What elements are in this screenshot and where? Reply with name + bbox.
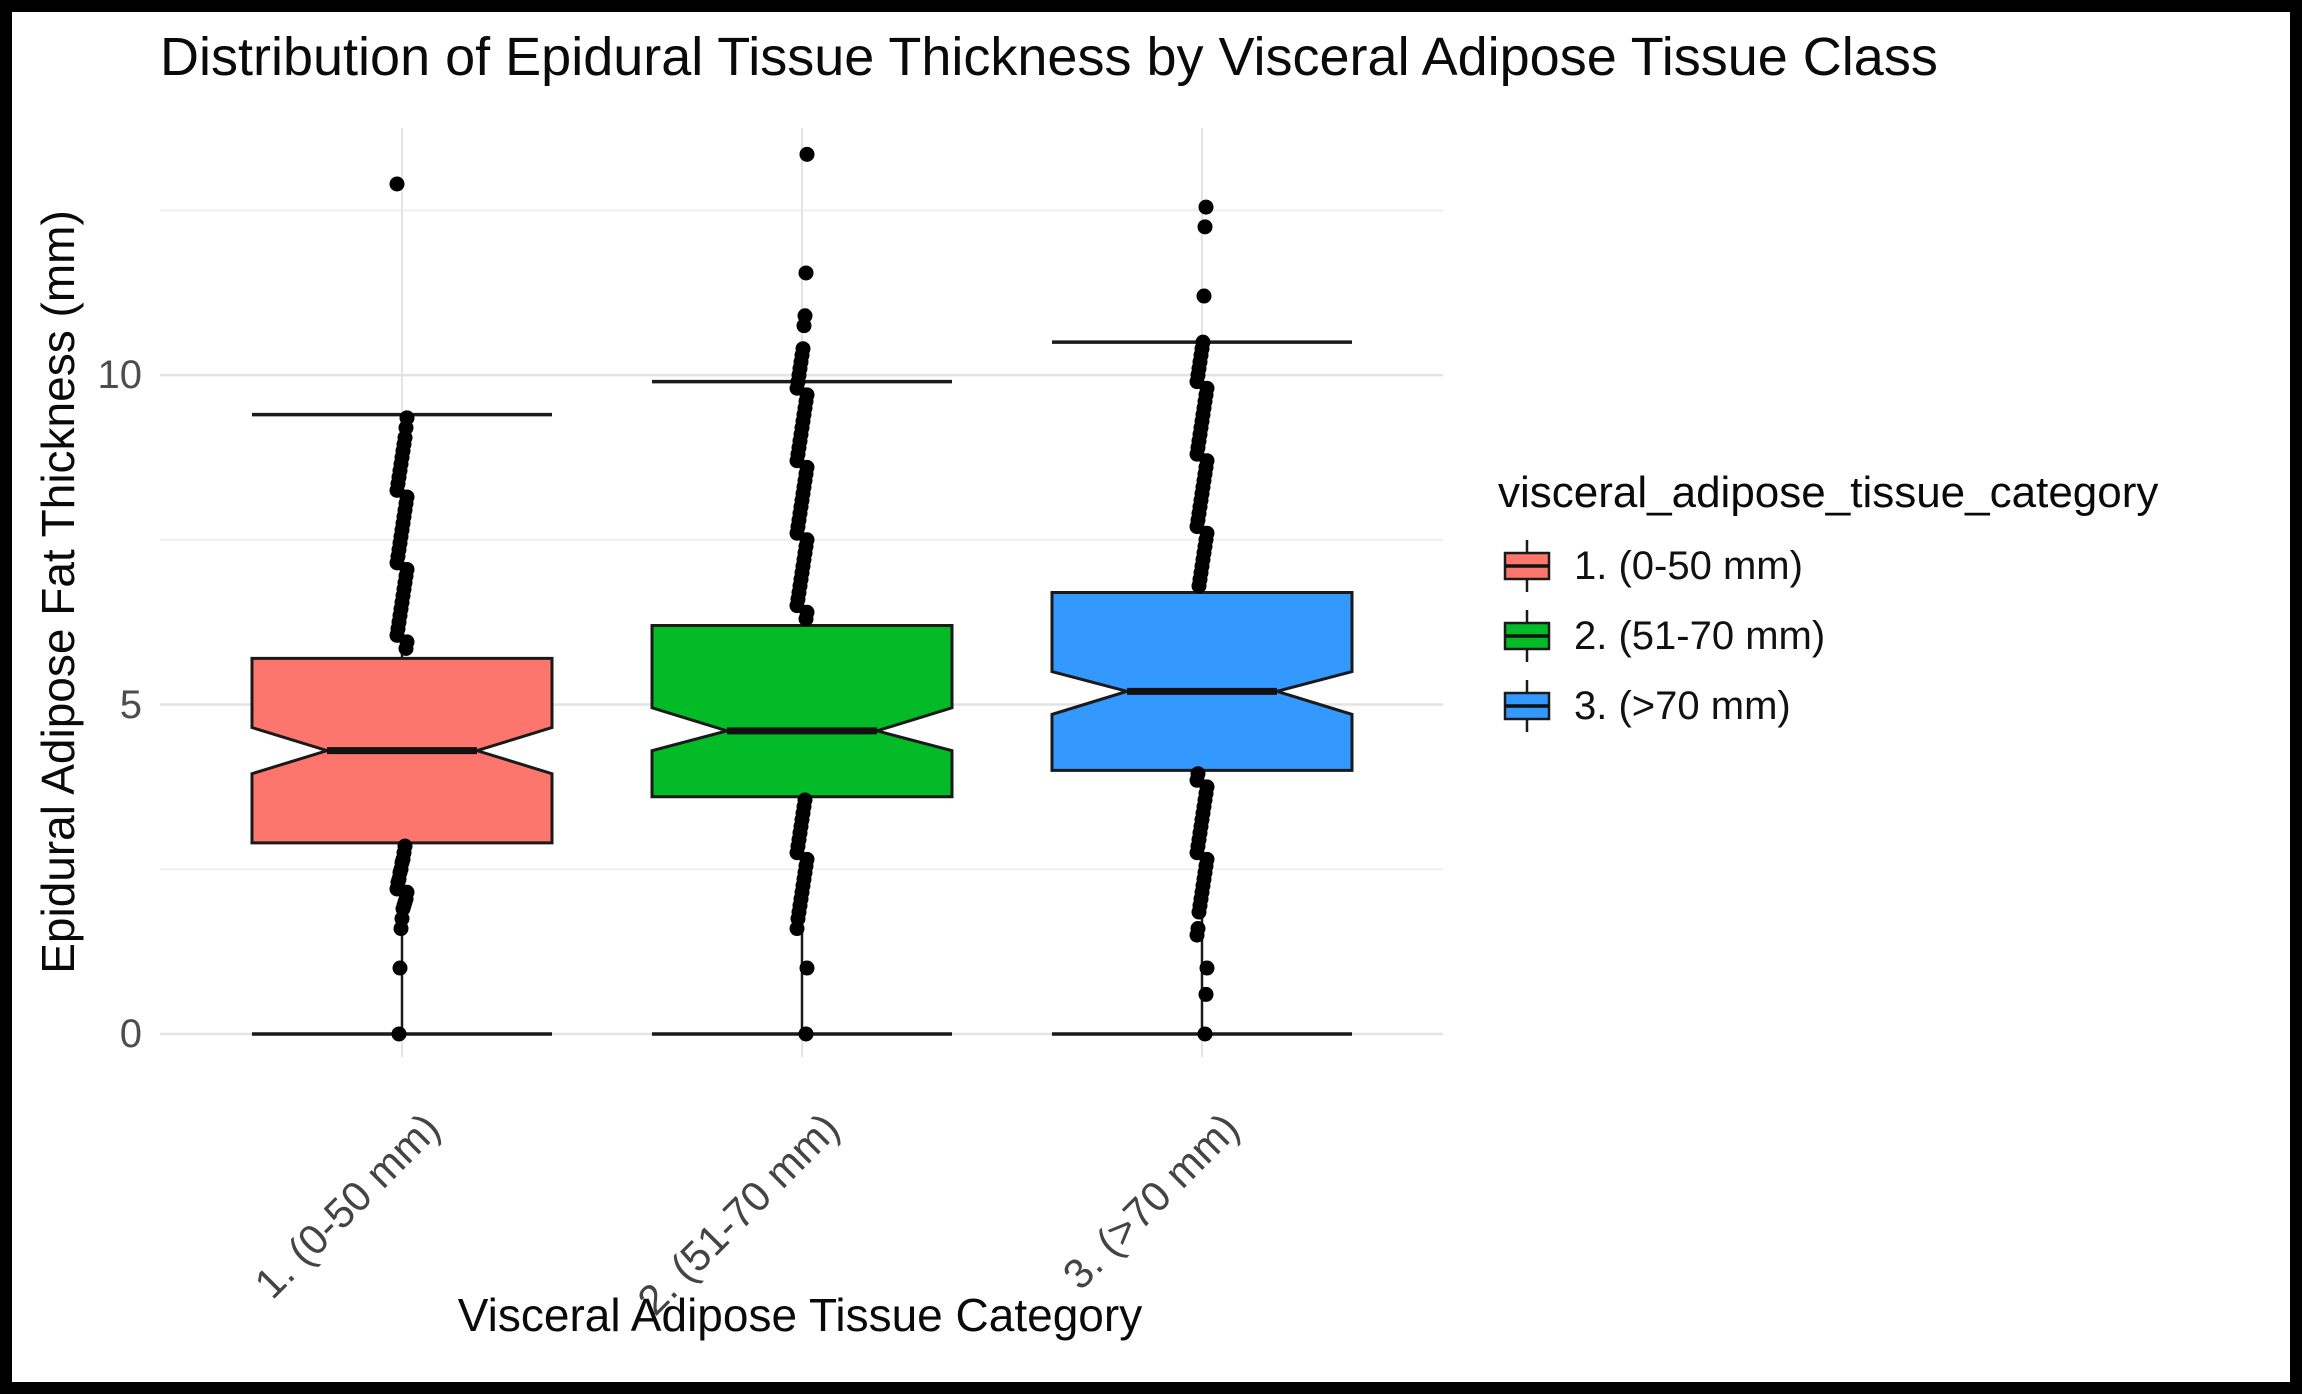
legend-item: 2. (51-70 mm) <box>1498 606 2158 666</box>
x-axis-title: Visceral Adipose Tissue Category <box>457 1289 1143 1341</box>
legend-title: visceral_adipose_tissue_category <box>1498 468 2159 517</box>
notched-box <box>1050 591 1354 772</box>
legend-item-label: 2. (51-70 mm) <box>1574 613 1826 658</box>
data-point <box>1189 927 1205 943</box>
legend-item: 3. (>70 mm) <box>1498 676 2158 736</box>
data-point <box>1197 1026 1213 1042</box>
data-point <box>799 960 815 976</box>
y-tick-label: 0 <box>119 1011 142 1056</box>
data-point <box>1196 288 1212 304</box>
data-point <box>1191 578 1207 594</box>
data-point <box>398 641 414 657</box>
legend-item: 1. (0-50 mm) <box>1498 536 2158 596</box>
legend-item-label: 3. (>70 mm) <box>1574 683 1791 728</box>
data-point <box>391 1026 407 1042</box>
data-point <box>1197 219 1213 235</box>
data-point <box>1199 960 1215 976</box>
y-tick-label: 5 <box>119 682 142 727</box>
data-point <box>798 1026 814 1042</box>
data-point <box>799 146 815 162</box>
boxplot-1 <box>250 176 554 1042</box>
data-point <box>392 960 408 976</box>
data-points <box>389 176 415 1042</box>
legend-boxplot-key-icon <box>1503 610 1551 662</box>
legend-boxplot-key-icon <box>1503 680 1551 732</box>
data-point <box>1191 904 1207 920</box>
boxplot-2 <box>650 146 954 1042</box>
data-point <box>798 265 814 281</box>
y-tick-label: 10 <box>97 353 143 398</box>
data-point <box>798 611 814 627</box>
data-point <box>1198 199 1214 215</box>
data-point <box>789 921 805 937</box>
chart-title: Distribution of Epidural Tissue Thicknes… <box>160 27 1938 87</box>
data-point <box>796 318 812 334</box>
notched-box <box>650 623 954 799</box>
boxplot-3 <box>1050 199 1354 1042</box>
legend: visceral_adipose_tissue_category 1. (0-5… <box>1498 468 2158 736</box>
legend-item-label: 1. (0-50 mm) <box>1574 543 1803 588</box>
data-point <box>389 176 405 192</box>
data-points <box>1189 199 1215 1042</box>
legend-boxplot-key-icon <box>1503 540 1551 592</box>
data-points <box>789 146 815 1042</box>
y-axis-title: Epidural Adipose Fat Thickness (mm) <box>32 210 84 974</box>
legend-items: 1. (0-50 mm) 2. (51-70 mm) 3. (>70 mm) <box>1498 536 2158 736</box>
data-point <box>393 921 409 937</box>
data-point <box>1198 986 1214 1002</box>
